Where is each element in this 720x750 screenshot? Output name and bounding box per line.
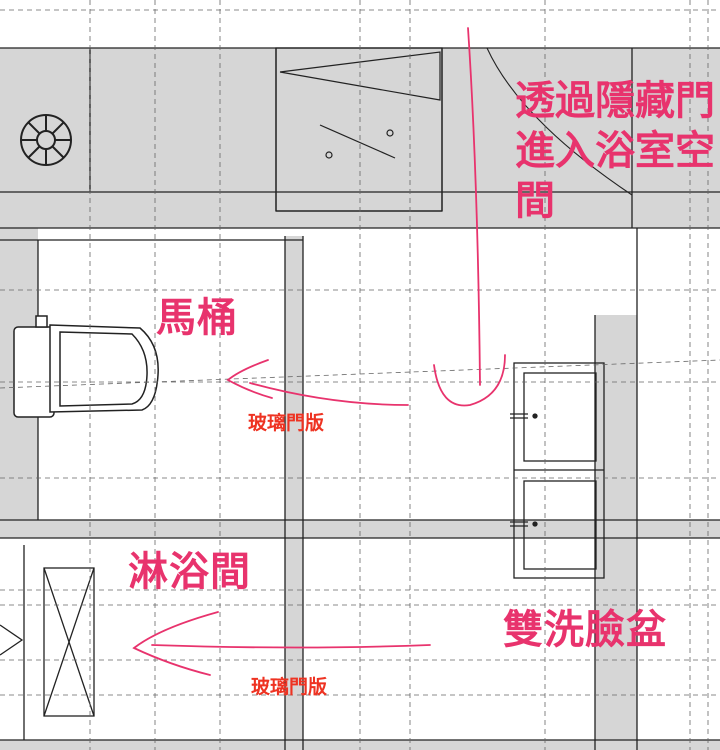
- counter-top-white: [275, 47, 443, 212]
- annotation-hidden-door-line-1: 透過隱藏門: [515, 78, 715, 124]
- annotation-toilet: 馬桶: [156, 295, 238, 341]
- annotation-hidden-door-line-2: 進入浴室空: [515, 128, 715, 174]
- annotation-double-basin: 雙洗臉盆: [503, 607, 667, 653]
- stove-burner-icon: [20, 114, 72, 166]
- door-swing-arc: [486, 47, 633, 196]
- annotation-hidden-door: 透過隱藏門 進入浴室空 間: [515, 76, 715, 226]
- annotation-shower: 淋浴間: [128, 549, 251, 595]
- annotation-glass-door-lower: 玻璃門版: [251, 676, 328, 698]
- annotation-glass-door-upper: 玻璃門版: [248, 412, 325, 434]
- vanity-basins: [510, 362, 605, 579]
- shower-units: [0, 545, 95, 740]
- annotation-hidden-door-line-3: 間: [515, 178, 555, 224]
- annotation-strokes: [132, 27, 506, 676]
- toilet-fixture: [13, 315, 159, 418]
